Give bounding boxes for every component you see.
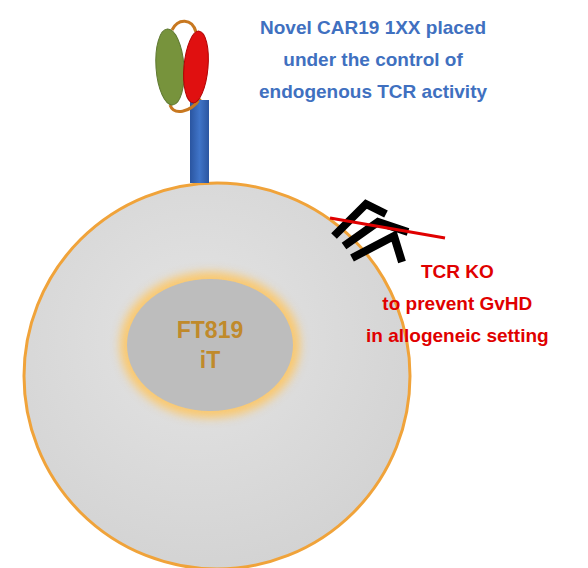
- annotation-label: Novel CAR19 1XX placed under the control…: [259, 12, 487, 108]
- nucleus-label: iT: [200, 345, 220, 375]
- annotation-label: TCR KO to prevent GvHD in allogeneic set…: [366, 256, 549, 352]
- car-scfv-domain: [181, 30, 211, 104]
- cell-membrane: [24, 183, 410, 568]
- car-scfv-domain: [153, 28, 186, 106]
- car-linker: [172, 21, 196, 32]
- knockout-strike-line: [330, 218, 445, 238]
- nucleus-label: FT819: [177, 315, 243, 345]
- nucleus-node: FT819iT: [127, 279, 293, 411]
- tcr-symbol: [334, 204, 408, 262]
- car-transmembrane-stalk: [190, 100, 209, 183]
